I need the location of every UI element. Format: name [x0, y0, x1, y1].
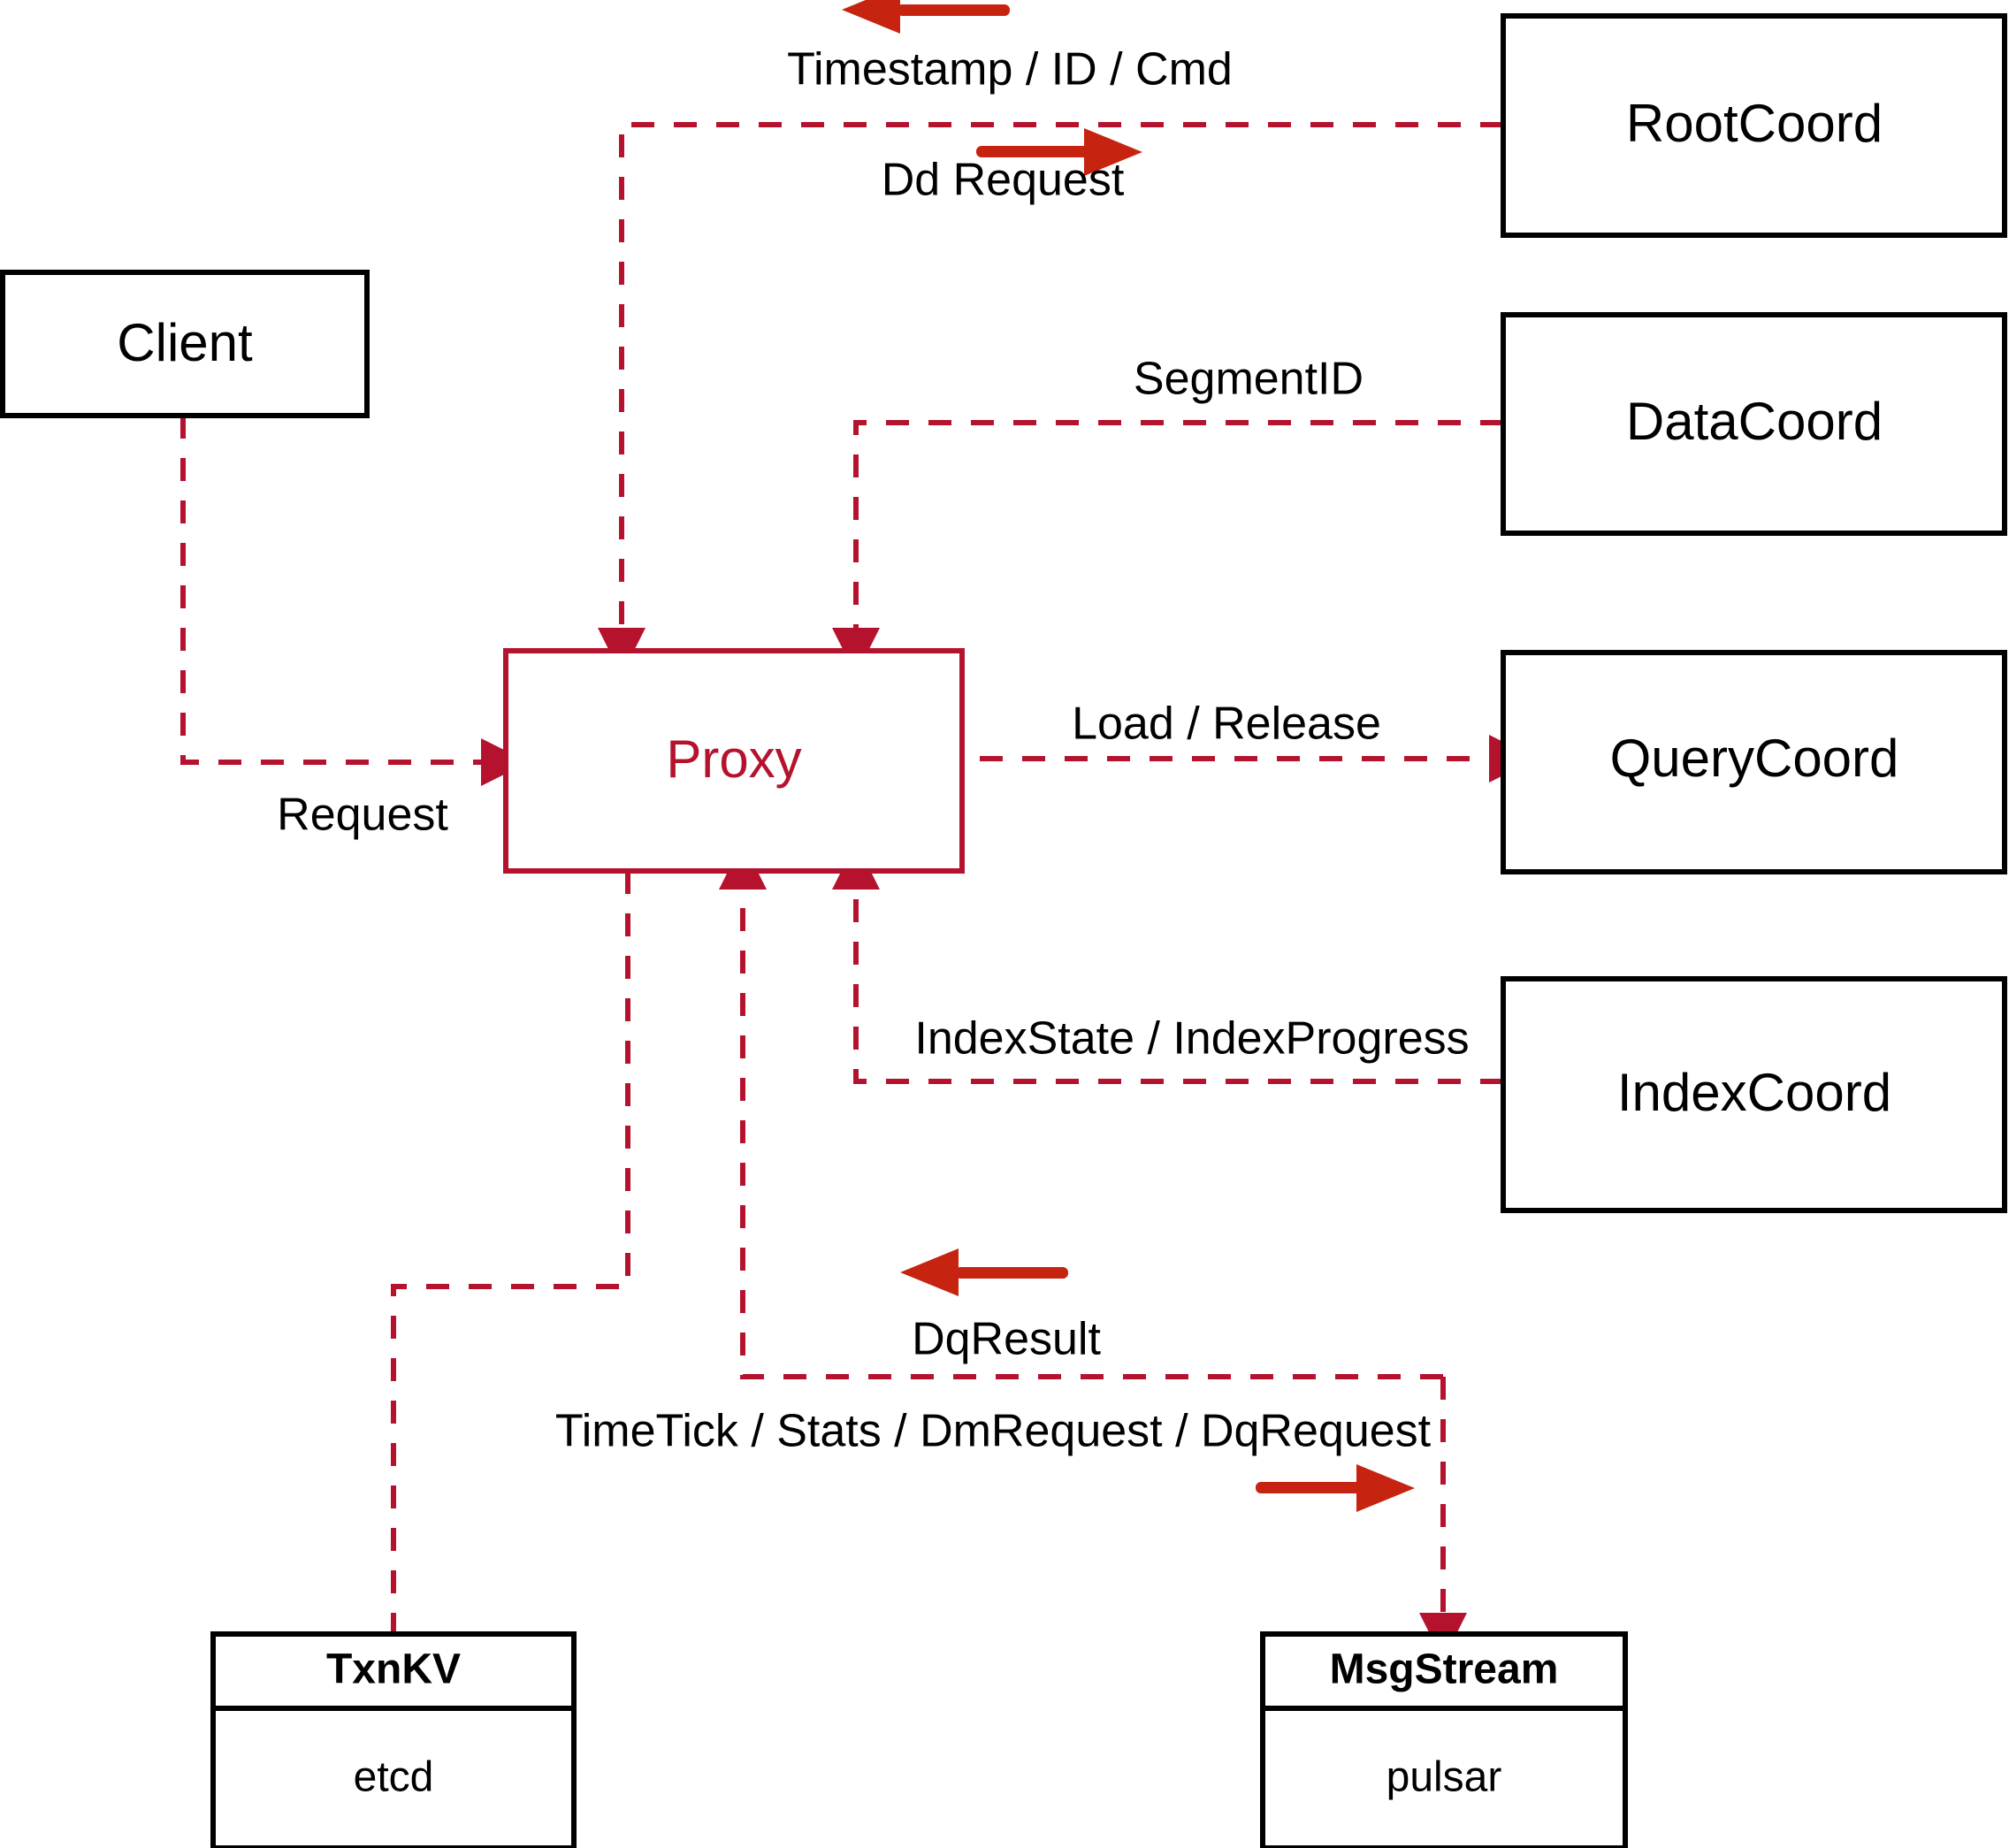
txnkv-box	[210, 1631, 577, 1848]
label-timestamp-id-cmd: Timestamp / ID / Cmd	[787, 44, 1233, 95]
rootcoord-label: RootCoord	[1626, 94, 1883, 153]
edge-datacoord-proxy	[832, 420, 1503, 676]
txnkv-title-label: TxnKV	[326, 1646, 461, 1693]
msgstream-box	[1260, 1631, 1628, 1848]
indexcoord-box	[1501, 976, 2007, 1213]
txnkv-impl-label: etcd	[354, 1754, 434, 1801]
node-querycoord[interactable]: QueryCoord	[1501, 650, 2007, 874]
node-txnkv[interactable]: TxnKV etcd	[210, 1631, 577, 1848]
label-timetick-stats: TimeTick / Stats / DmRequest / DqRequest	[555, 1406, 1432, 1457]
indexcoord-label: IndexCoord	[1617, 1063, 1891, 1122]
node-msgstream[interactable]: MsgStream pulsar	[1260, 1631, 1628, 1848]
direction-arrow-left-dqresult	[900, 1249, 1068, 1296]
label-index-state-progress: IndexState / IndexProgress	[914, 1013, 1469, 1065]
datacoord-label: DataCoord	[1626, 392, 1883, 451]
edge-indexcoord-proxy	[832, 842, 1503, 1084]
msgstream-impl-label: pulsar	[1386, 1754, 1502, 1801]
label-dd-request: Dd Request	[882, 155, 1125, 206]
proxy-box	[503, 648, 965, 874]
proxy-label: Proxy	[666, 729, 801, 789]
direction-arrow-left-timestamp	[842, 0, 1010, 34]
querycoord-label: QueryCoord	[1610, 729, 1899, 788]
node-client[interactable]: Client	[0, 270, 370, 418]
edge-client-proxy	[180, 416, 529, 786]
edge-proxy-txnkv	[391, 871, 630, 1631]
direction-arrow-right-dqrequest	[1256, 1464, 1415, 1512]
client-label: Client	[117, 313, 253, 372]
querycoord-box	[1501, 650, 2007, 874]
edge-msgstream-proxy	[719, 842, 1443, 1379]
msgstream-title-label: MsgStream	[1330, 1646, 1559, 1693]
client-box	[0, 270, 370, 418]
label-load-release: Load / Release	[1072, 699, 1381, 750]
node-indexcoord[interactable]: IndexCoord	[1501, 976, 2007, 1213]
rootcoord-box	[1501, 13, 2007, 238]
label-segment-id: SegmentID	[1134, 354, 1364, 405]
label-request: Request	[277, 790, 448, 841]
label-dq-result: DqResult	[912, 1314, 1101, 1365]
node-proxy[interactable]: Proxy	[503, 648, 965, 874]
node-rootcoord[interactable]: RootCoord	[1501, 13, 2007, 238]
datacoord-box	[1501, 312, 2007, 536]
node-datacoord[interactable]: DataCoord	[1501, 312, 2007, 536]
direction-arrow-right-ddrequest	[976, 128, 1142, 176]
